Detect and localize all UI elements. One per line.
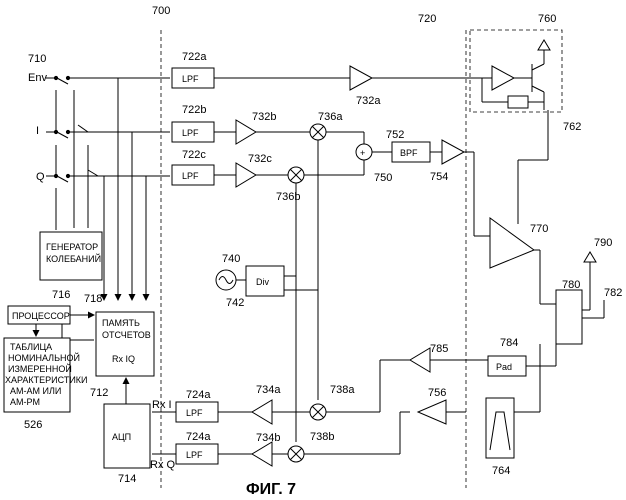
rxiq-label: Rx IQ — [112, 354, 135, 364]
ref-754: 754 — [430, 171, 448, 183]
summer-label: + — [360, 148, 365, 158]
ref-740: 740 — [222, 253, 240, 265]
table-line3: ИЗМЕРЕННОЙ — [8, 363, 72, 374]
table-line2: НОМИНАЛЬНОЙ — [8, 352, 80, 363]
lpf-722a-label: LPF — [182, 74, 199, 84]
figure-caption: ФИГ. 7 — [246, 481, 296, 498]
input-i-label: I — [36, 125, 39, 137]
ref-732b: 732b — [252, 111, 276, 123]
ref-785: 785 — [430, 343, 448, 355]
ref-734a: 734a — [256, 384, 281, 396]
processor-label: ПРОЦЕССОР — [12, 311, 70, 321]
adc-label: АЦП — [112, 432, 131, 442]
input-q-label: Q — [36, 171, 45, 183]
ref-760: 760 — [538, 13, 556, 25]
pad-label: Pad — [496, 362, 512, 372]
lpf-722b-label: LPF — [182, 128, 199, 138]
lpf-724a-1-label: LPF — [186, 408, 203, 418]
pa-path-wires — [464, 110, 556, 304]
tx-path-wires — [214, 66, 480, 187]
generator-line2: КОЛЕБАНИЙ — [46, 253, 101, 264]
table-line6: AM-PM — [10, 397, 40, 407]
ref-790: 790 — [594, 237, 612, 249]
mixer-738b — [288, 446, 304, 462]
table-line5: AM-AM ИЛИ — [10, 386, 61, 396]
ref-736a: 736a — [318, 111, 343, 123]
input-env-label: Env — [28, 72, 47, 84]
ref-738a: 738a — [330, 384, 355, 396]
ref-738b: 738b — [310, 431, 334, 443]
div-label: Div — [256, 277, 269, 287]
ref-716: 716 — [52, 289, 70, 301]
driver-amp-754 — [442, 140, 464, 164]
table-line4: ХАРАКТЕРИСТИКИ — [5, 375, 88, 385]
pa-760-internals — [480, 40, 550, 110]
table-line1: ТАБЛИЦА — [10, 342, 52, 352]
bpf-752-label: BPF — [400, 148, 418, 158]
input-switches — [46, 76, 170, 230]
memory-line1: ПАМЯТЬ — [102, 318, 140, 328]
rx-amp-785 — [410, 348, 430, 372]
ref-762: 762 — [563, 121, 581, 133]
mixer-736a — [310, 124, 326, 140]
duplexer-780 — [556, 290, 582, 344]
ref-718: 718 — [84, 293, 102, 305]
mixer-738a — [310, 404, 326, 420]
rx-i-label: Rx I — [152, 399, 172, 411]
antenna-790 — [582, 252, 604, 318]
rx-amp-756 — [418, 400, 446, 424]
lpf-722c-label: LPF — [182, 171, 199, 181]
lpf-724a-2-label: LPF — [186, 450, 203, 460]
ref-784: 784 — [500, 337, 518, 349]
ref-712: 712 — [90, 387, 108, 399]
memory-line2: ОТСЧЕТОВ — [102, 330, 151, 340]
ref-752: 752 — [386, 129, 404, 141]
ref-724a-2: 724a — [186, 431, 211, 443]
ref-770: 770 — [530, 223, 548, 235]
ref-722c: 722c — [182, 149, 206, 161]
ref-782: 782 — [604, 287, 622, 299]
ref-722b: 722b — [182, 104, 206, 116]
ref-714: 714 — [118, 473, 136, 485]
pa-770 — [490, 218, 534, 268]
ref-756: 756 — [428, 387, 446, 399]
ref-736b: 736b — [276, 191, 300, 203]
mixer-736b — [288, 167, 304, 183]
ref-780: 780 — [562, 279, 580, 291]
ref-742: 742 — [226, 297, 244, 309]
ref-764: 764 — [492, 465, 510, 477]
generator-line1: ГЕНЕРАТОР — [46, 242, 98, 252]
ref-732a: 732a — [356, 95, 381, 107]
ref-732c: 732c — [248, 153, 272, 165]
ref-526: 526 — [24, 419, 42, 431]
ref-722a: 722a — [182, 51, 207, 63]
ref-710: 710 — [28, 53, 46, 65]
ref-720: 720 — [418, 13, 436, 25]
ref-750: 750 — [374, 172, 392, 184]
ref-700: 700 — [152, 5, 170, 17]
ref-724a-1: 724a — [186, 389, 211, 401]
rx-q-label: Rx Q — [150, 459, 176, 471]
ref-734b: 734b — [256, 432, 280, 444]
